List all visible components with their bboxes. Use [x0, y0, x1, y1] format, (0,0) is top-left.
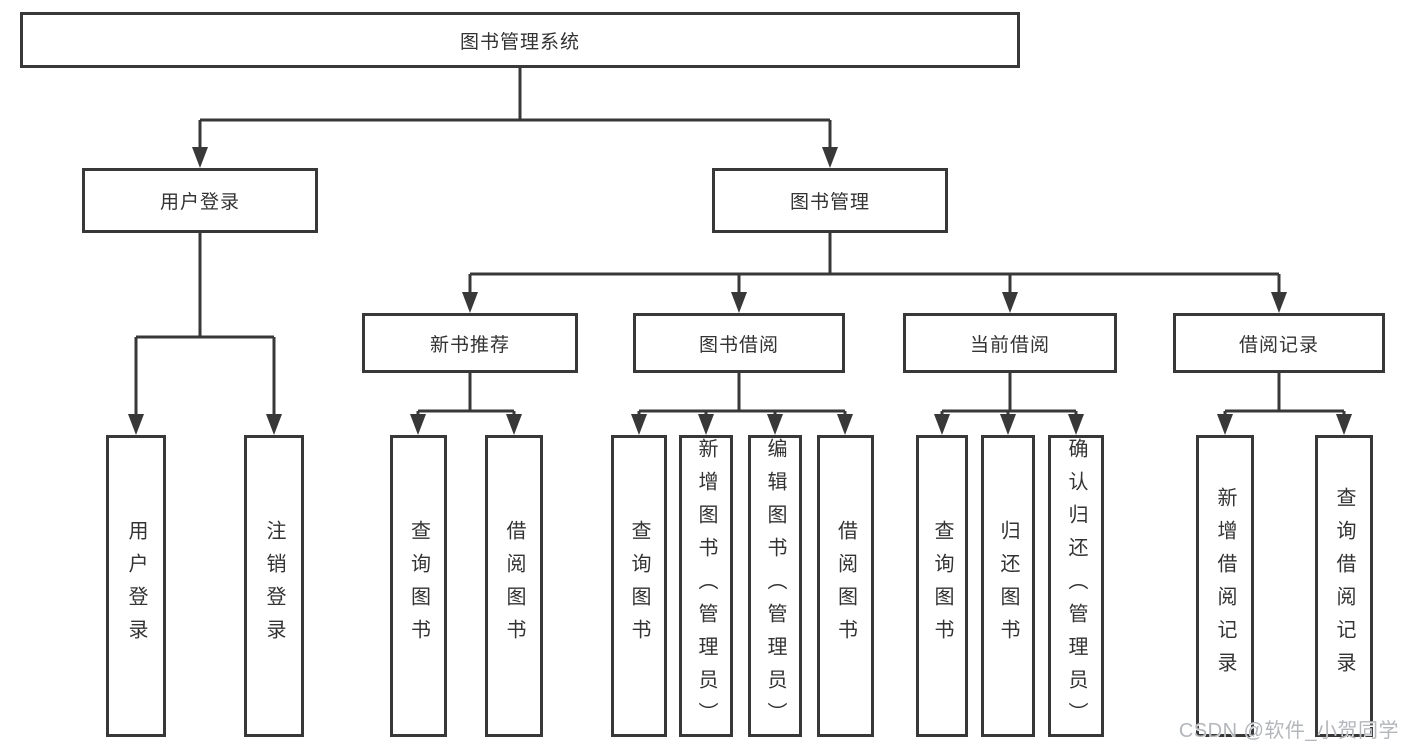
- leaf-label: 查询图书: [407, 520, 430, 652]
- node-query-books-borrowing: 查询图书: [611, 435, 667, 737]
- leaf-label: 查询图书: [628, 520, 650, 652]
- node-current-borrowing: 当前借阅: [903, 313, 1117, 373]
- node-edit-books-admin: 编辑图书（管理员）: [748, 435, 802, 737]
- leaf-label: 查询借阅记录: [1333, 487, 1355, 685]
- leaf-label: 编辑图书（管理员）: [764, 437, 786, 735]
- leaf-label: 借阅图书: [503, 520, 525, 652]
- leaf-label: 借阅图书: [834, 520, 857, 652]
- node-borrow-books-recommend: 借阅图书: [485, 435, 543, 737]
- node-add-borrow-record: 新增借阅记录: [1196, 435, 1254, 737]
- node-new-book-recommend: 新书推荐: [362, 313, 578, 373]
- node-query-books-recommend: 查询图书: [390, 435, 447, 737]
- node-root: 图书管理系统: [20, 12, 1020, 68]
- node-query-books-current: 查询图书: [916, 435, 968, 737]
- leaf-label: 注销登录: [263, 520, 285, 652]
- node-confirm-return-admin: 确认归还（管理员）: [1048, 435, 1104, 737]
- node-user-login-action: 用户登录: [106, 435, 166, 737]
- leaf-label: 查询图书: [931, 520, 953, 652]
- node-book-management: 图书管理: [712, 168, 948, 233]
- node-add-books-admin: 新增图书（管理员）: [679, 435, 733, 737]
- leaf-label: 新增借阅记录: [1214, 487, 1236, 685]
- csdn-watermark: CSDN @软件_小贺同学: [1178, 720, 1399, 742]
- node-borrow-books-borrowing: 借阅图书: [817, 435, 874, 737]
- node-return-books: 归还图书: [981, 435, 1035, 737]
- node-logout-action: 注销登录: [244, 435, 304, 737]
- node-user-login: 用户登录: [82, 168, 318, 233]
- leaf-label: 新增图书（管理员）: [695, 437, 717, 735]
- leaf-label: 归还图书: [997, 520, 1019, 652]
- node-book-borrowing: 图书借阅: [633, 313, 845, 373]
- node-borrowing-records: 借阅记录: [1173, 313, 1385, 373]
- node-query-borrow-record: 查询借阅记录: [1315, 435, 1373, 737]
- leaf-label: 确认归还（管理员）: [1065, 437, 1087, 735]
- leaf-label: 用户登录: [125, 520, 147, 652]
